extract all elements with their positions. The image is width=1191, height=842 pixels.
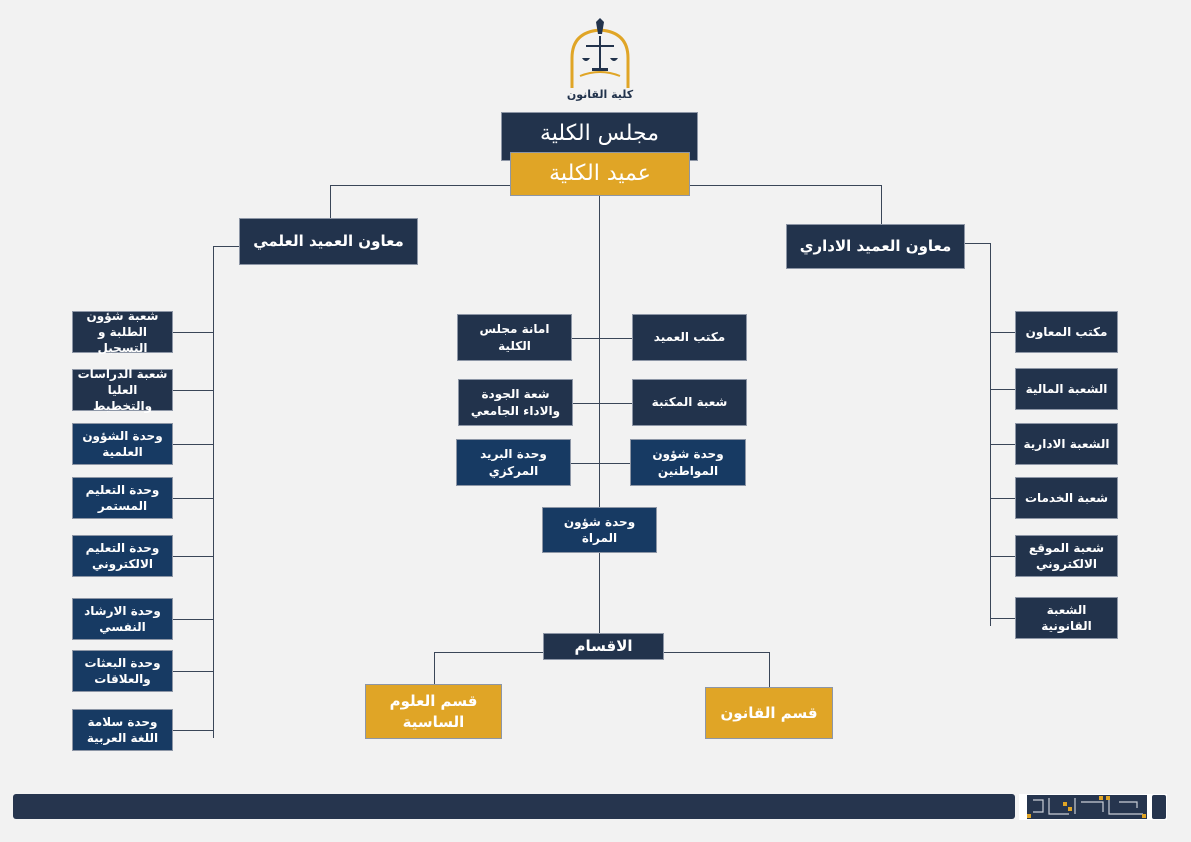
scientific-unit-box: وحدة الشؤون العلمية [73, 424, 172, 464]
admin-unit-box: مكتب المعاون [1016, 312, 1117, 352]
connector [213, 246, 241, 247]
scientific-unit-box: وحدة الارشاد النفسي [73, 599, 172, 639]
dean-unit-box: وحدة البريد المركزي [457, 440, 570, 485]
university-logo [1019, 794, 1167, 820]
connector [172, 332, 213, 333]
scientific-unit-box: وحدة البعثات والعلاقات [73, 651, 172, 691]
connector [172, 671, 213, 672]
connector [990, 389, 1016, 390]
footer-bar [13, 794, 1015, 819]
admin-vp-box: معاون العميد الاداري [787, 225, 964, 268]
connector [570, 463, 631, 464]
connector [990, 243, 991, 626]
departments-box: الاقسام [544, 634, 663, 659]
admin-unit-box: شعبة الخدمات [1016, 478, 1117, 518]
connector [964, 243, 991, 244]
connector [572, 403, 633, 404]
connector [434, 652, 435, 685]
connector [172, 730, 213, 731]
connector [990, 556, 1016, 557]
admin-unit-box: الشعبة الادارية [1016, 424, 1117, 464]
college-council-box: مجلس الكلية [502, 113, 697, 160]
dean-unit-box: مكتب العميد [633, 315, 746, 360]
connector [172, 390, 213, 391]
scientific-vp-box: معاون العميد العلمي [240, 219, 417, 264]
scientific-unit-box: وحدة التعليم الالكتروني [73, 536, 172, 576]
connector [330, 185, 331, 219]
connector [881, 185, 882, 225]
admin-unit-box: شعبة الموقع الالكتروني [1016, 536, 1117, 576]
scientific-unit-box: وحدة التعليم المستمر [73, 478, 172, 518]
connector [172, 498, 213, 499]
dean-box: عميد الكلية [511, 153, 689, 195]
dean-unit-box: وحدة شؤون المراة [543, 508, 656, 552]
connector [990, 618, 1016, 619]
connector [172, 444, 213, 445]
connector [172, 556, 213, 557]
connector [571, 338, 633, 339]
dean-unit-box: امانة مجلس الكلية [458, 315, 571, 360]
law-department-box: قسم القانون [706, 688, 832, 738]
college-logo: كلية القانون [562, 18, 638, 104]
scientific-unit-box: شعبة شؤون الطلبة و التسجيل [73, 309, 172, 355]
admin-unit-box: الشعبة المالية [1016, 369, 1117, 409]
connector [599, 195, 600, 635]
connector [990, 498, 1016, 499]
connector [990, 444, 1016, 445]
scientific-unit-box: وحدة سلامة اللغة العربية [73, 710, 172, 750]
dean-unit-box: شعبة المكتبة [633, 380, 746, 425]
connector [990, 332, 1016, 333]
dean-unit-box: شعة الجودة والاداء الجامعي [459, 380, 572, 425]
connector [769, 652, 770, 688]
dean-unit-box: وحدة شؤون المواطنين [631, 440, 745, 485]
connector [172, 619, 213, 620]
connector [213, 246, 214, 738]
political-science-department-box: قسم العلوم الساسية [366, 685, 501, 738]
admin-unit-box: الشعبة القانونية [1016, 598, 1117, 638]
scientific-unit-box: شعبة الدراسات العليا والتخطيط [73, 367, 172, 413]
logo-text: كلية القانون [567, 88, 634, 101]
